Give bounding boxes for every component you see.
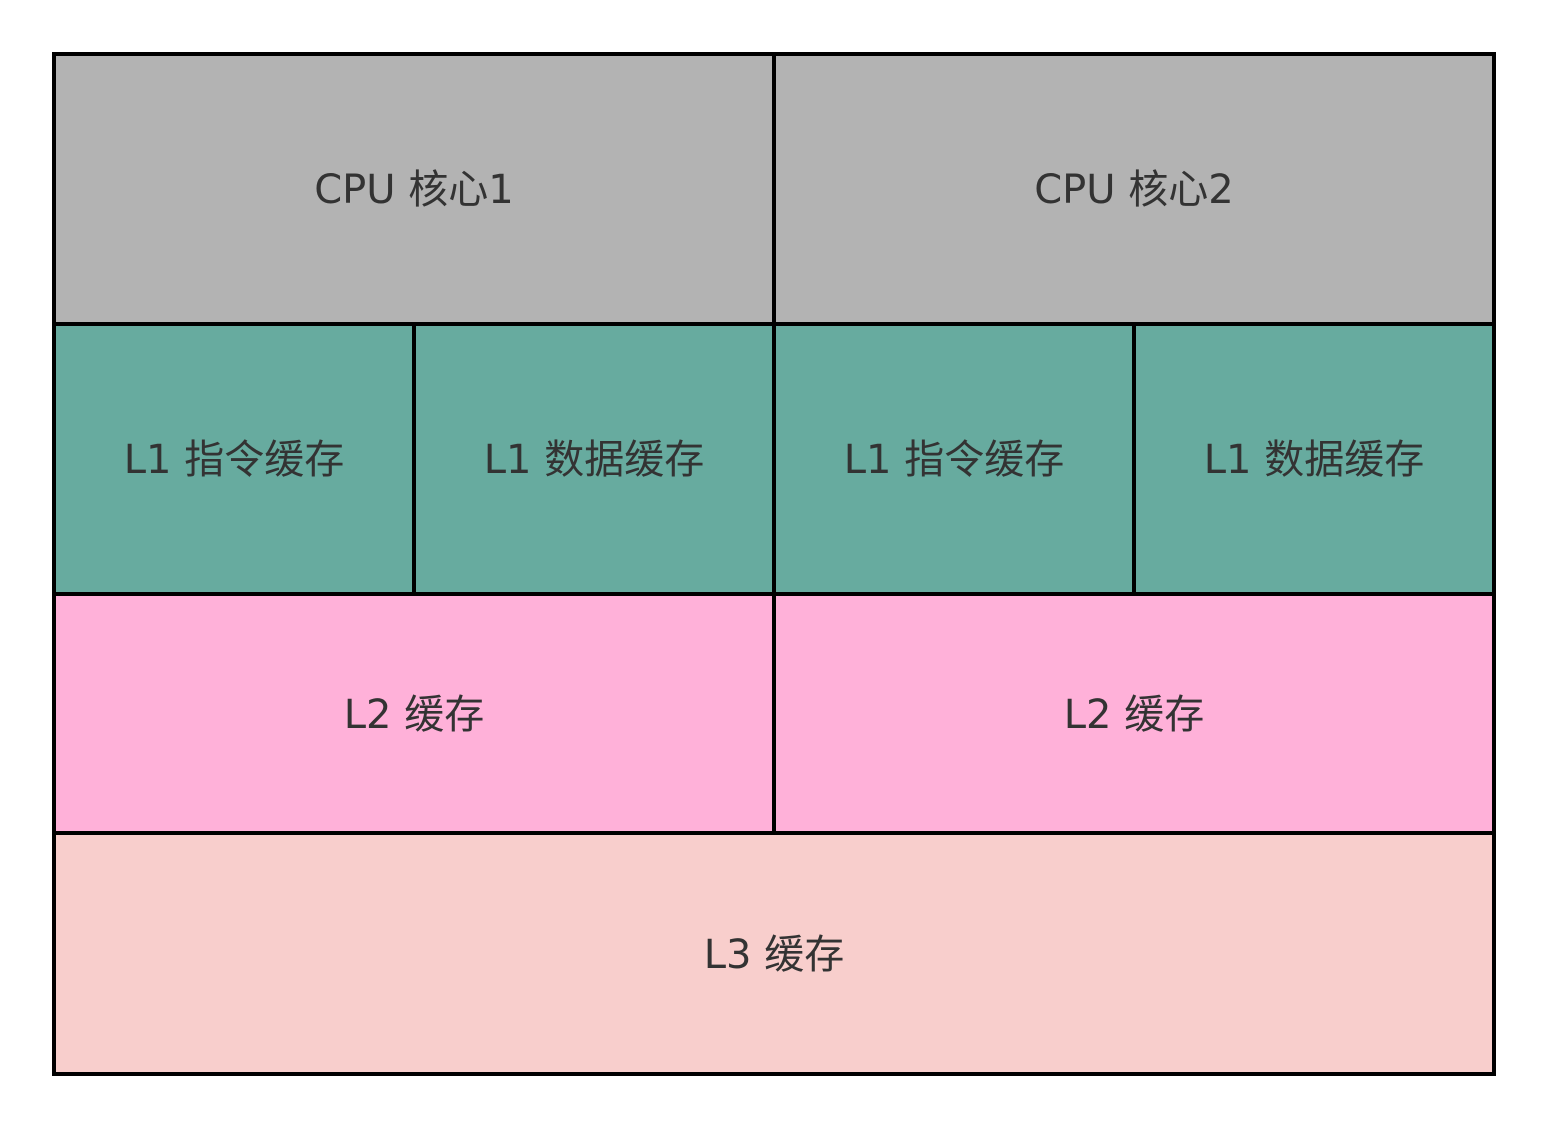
l3-cache-block (52, 831, 1496, 1076)
l1-instruction-cache-core1-block (52, 322, 416, 596)
l1-data-cache-core1-label: L1 数据缓存 (484, 437, 704, 483)
cpu-core-1-label: CPU 核心1 (314, 167, 514, 213)
cpu-core-1-block (52, 52, 776, 326)
l1-instruction-cache-core1-label: L1 指令缓存 (124, 437, 344, 483)
l2-cache-core2-block (772, 592, 1496, 835)
l2-cache-core1-block (52, 592, 776, 835)
l1-data-cache-core2-label: L1 数据缓存 (1204, 437, 1424, 483)
l1-cache-row: L1 指令缓存 L1 数据缓存 L1 指令缓存 L1 数据缓存 (52, 322, 1496, 596)
l2-cache-core2-label: L2 缓存 (1064, 692, 1204, 738)
l2-cache-core1-label: L2 缓存 (344, 692, 484, 738)
l1-instruction-cache-core2-label: L1 指令缓存 (844, 437, 1064, 483)
l2-cache-row: L2 缓存 L2 缓存 (52, 592, 1496, 835)
l3-cache-label: L3 缓存 (704, 932, 844, 978)
l3-cache-row: L3 缓存 (52, 831, 1496, 1076)
cpu-core-row: CPU 核心1 CPU 核心2 (52, 52, 1496, 326)
cpu-core-2-block (772, 52, 1496, 326)
cpu-core-2-label: CPU 核心2 (1034, 167, 1234, 213)
